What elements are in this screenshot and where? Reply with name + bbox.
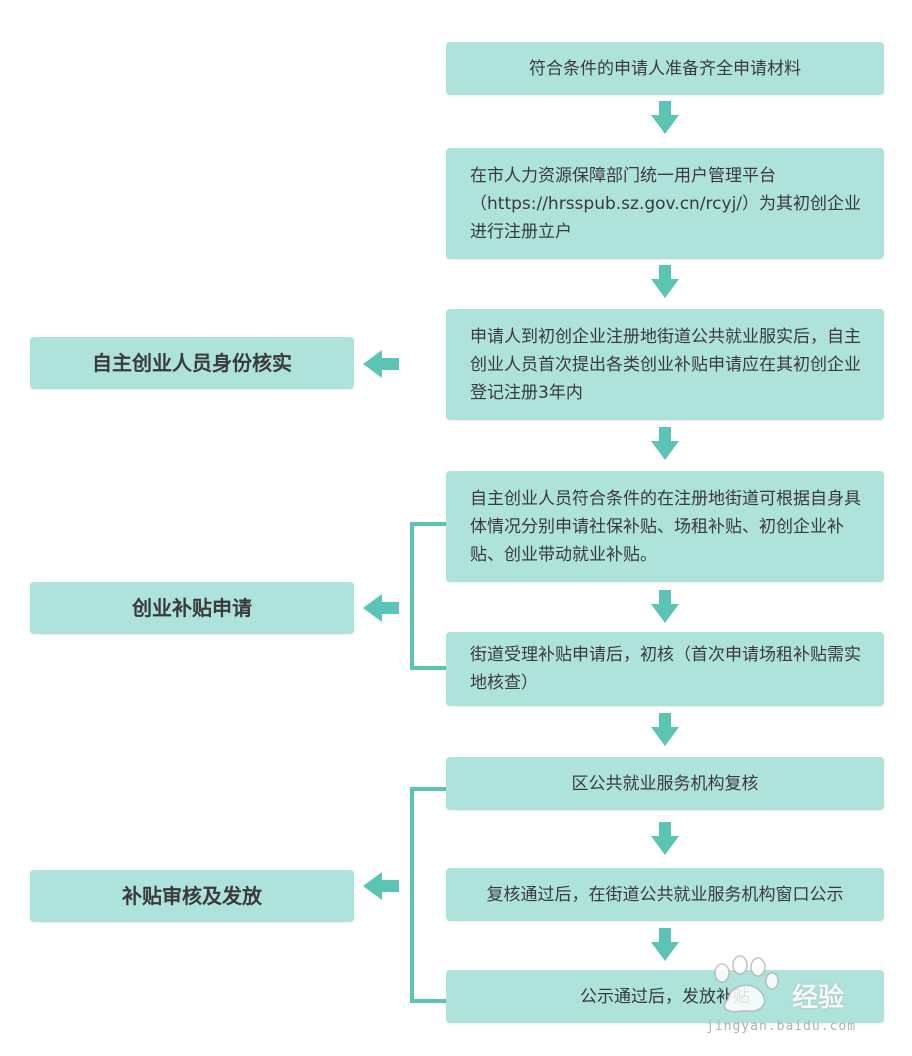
step-text: 区公共就业服务机构复核 (571, 773, 759, 794)
down-arrow-icon (651, 713, 679, 746)
step-box-6: 区公共就业服务机构复核 (446, 757, 884, 810)
down-arrow-icon (651, 928, 679, 961)
step-text: 在市人力资源保障部门统一用户管理平台（https://hrsspub.sz.go… (470, 165, 862, 242)
down-arrow-icon (651, 265, 679, 298)
watermark: 经验 jingyan.baidu.com (700, 955, 880, 1035)
step-box-2: 在市人力资源保障部门统一用户管理平台（https://hrsspub.sz.go… (446, 148, 884, 259)
step-box-1: 符合条件的申请人准备齐全申请材料 (446, 42, 884, 95)
stage-label: 创业补贴申请 (132, 596, 252, 620)
down-arrow-icon (651, 822, 679, 855)
left-arrow-icon (363, 872, 399, 900)
left-arrow-icon (363, 350, 399, 378)
watermark-brand: 经验 (792, 983, 845, 1013)
bracket-line (410, 522, 446, 670)
step-text: 符合条件的申请人准备齐全申请材料 (529, 58, 801, 79)
stage-box-review-and-payment: 补贴审核及发放 (30, 870, 354, 922)
step-text: 自主创业人员符合条件的在注册地街道可根据自身具体情况分别申请社保补贴、场租补贴、… (470, 488, 861, 565)
step-box-3: 申请人到初创企业注册地街道公共就业服实后，自主创业人员首次提出各类创业补贴申请应… (446, 309, 884, 420)
left-arrow-icon (363, 594, 399, 622)
stage-label: 自主创业人员身份核实 (92, 351, 292, 375)
watermark-url: jingyan.baidu.com (706, 1019, 857, 1034)
step-text: 申请人到初创企业注册地街道公共就业服实后，自主创业人员首次提出各类创业补贴申请应… (470, 326, 861, 403)
stage-label: 补贴审核及发放 (122, 884, 262, 908)
paw-logo-icon (714, 955, 779, 1013)
down-arrow-icon (651, 590, 679, 623)
step-box-7: 复核通过后，在街道公共就业服务机构窗口公示 (446, 868, 884, 921)
down-arrow-icon (651, 101, 679, 134)
step-box-5: 街道受理补贴申请后，初核（首次申请场租补贴需实地核查） (446, 632, 884, 706)
stage-box-identity-verification: 自主创业人员身份核实 (30, 337, 354, 389)
bracket-line (410, 787, 446, 1003)
step-text: 复核通过后，在街道公共就业服务机构窗口公示 (486, 884, 844, 905)
down-arrow-icon (651, 427, 679, 460)
stage-box-subsidy-application: 创业补贴申请 (30, 582, 354, 634)
step-box-4: 自主创业人员符合条件的在注册地街道可根据自身具体情况分别申请社保补贴、场租补贴、… (446, 471, 884, 582)
step-text: 街道受理补贴申请后，初核（首次申请场租补贴需实地核查） (470, 645, 861, 693)
step-text: 公示通过后，发放补贴 (580, 986, 750, 1007)
step-box-8: 公示通过后，发放补贴 (446, 970, 884, 1023)
